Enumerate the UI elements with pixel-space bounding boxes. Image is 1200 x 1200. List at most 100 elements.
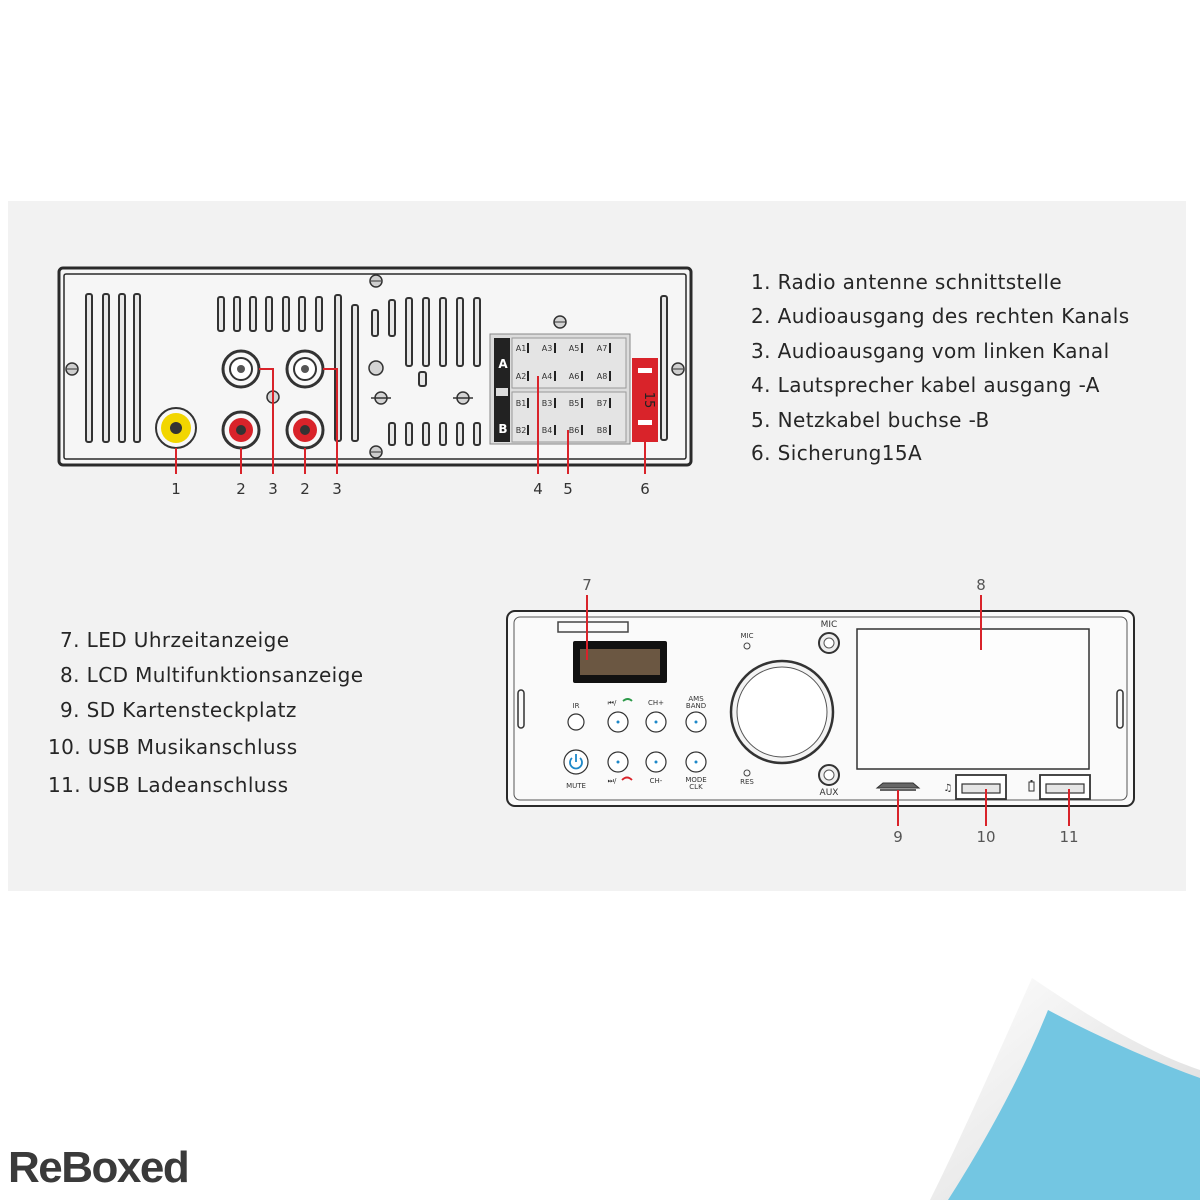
clk-label: CLK bbox=[689, 783, 703, 791]
legend-num: 10. bbox=[48, 735, 82, 759]
legend-item: 1. Radio antenne schnittstelle bbox=[751, 270, 1062, 294]
vent-slots bbox=[371, 297, 481, 446]
phone-hangup-icon bbox=[621, 776, 633, 781]
power-icon bbox=[569, 754, 583, 770]
prev-label: ⏮/ bbox=[608, 699, 617, 707]
vent-slots bbox=[85, 293, 141, 443]
callout-lines bbox=[586, 595, 1070, 826]
legend-label: Sicherung15A bbox=[777, 441, 923, 465]
legend-item: 3. Audioausgang vom linken Kanal bbox=[751, 339, 1110, 363]
pin-label: A5 bbox=[569, 344, 580, 353]
legend-label: LED Uhrzeitanzeige bbox=[86, 628, 290, 652]
legend-num: 9. bbox=[60, 698, 80, 722]
pin-label: A1 bbox=[516, 344, 527, 353]
mode-label: MODE bbox=[685, 776, 706, 784]
mic-jack bbox=[818, 632, 840, 654]
rca-red-right bbox=[285, 410, 325, 450]
pin-label: B5 bbox=[569, 399, 580, 408]
callout-7: 7 bbox=[582, 576, 592, 594]
vent-slots bbox=[217, 294, 359, 442]
callout-2: 2 bbox=[300, 480, 310, 498]
side-slot bbox=[517, 689, 525, 729]
mic-small-label: MIC bbox=[741, 632, 754, 640]
band-label: BAND bbox=[686, 702, 706, 710]
legend-label: Audioausgang des rechten Kanals bbox=[777, 304, 1130, 328]
callout-3: 3 bbox=[268, 480, 278, 498]
legend-item: 10. USB Musikanschluss bbox=[48, 735, 298, 759]
legend-label: USB Ladeanschluss bbox=[87, 773, 289, 797]
legend-item: 5. Netzkabel buchse -B bbox=[751, 408, 990, 432]
legend-item: 7. LED Uhrzeitanzeige bbox=[60, 628, 289, 652]
rca-white-left bbox=[221, 349, 261, 389]
screw-icon bbox=[553, 315, 567, 329]
pin-label: B1 bbox=[516, 399, 527, 408]
pin-label: A6 bbox=[569, 372, 580, 381]
pin-label: B6 bbox=[569, 426, 580, 435]
pin-label: A2 bbox=[516, 372, 527, 381]
callout-4: 4 bbox=[533, 480, 543, 498]
mic-label: MIC bbox=[821, 620, 838, 630]
callout-11: 11 bbox=[1059, 828, 1078, 846]
screw-icon bbox=[65, 362, 79, 376]
res-label: RES bbox=[740, 778, 754, 786]
legend-item: 2. Audioausgang des rechten Kanals bbox=[751, 304, 1130, 328]
usb-music-port bbox=[955, 774, 1007, 800]
iso-connector: A B A1 A3 A5 A7 A2 A4 A6 A8 B1 B3 B5 B7 … bbox=[489, 315, 631, 445]
callout-9: 9 bbox=[893, 828, 903, 846]
aux-jack bbox=[818, 764, 840, 786]
screw-icon bbox=[368, 360, 384, 376]
sd-card-slot bbox=[875, 782, 921, 791]
pin-label: A3 bbox=[542, 344, 553, 353]
vent-slot bbox=[660, 295, 668, 441]
pin-label: B4 bbox=[542, 426, 553, 435]
ir-sensor bbox=[567, 713, 585, 731]
pin-label: B8 bbox=[597, 426, 608, 435]
lcd-display bbox=[856, 628, 1090, 770]
fuse-15a: 15 bbox=[632, 358, 658, 442]
legend-num: 4. bbox=[751, 373, 771, 397]
legend-num: 1. bbox=[751, 270, 771, 294]
callout-6: 6 bbox=[640, 480, 650, 498]
legend-item: 6. Sicherung15A bbox=[751, 441, 922, 465]
screw-icon bbox=[453, 391, 473, 405]
callout-10: 10 bbox=[976, 828, 995, 846]
callout-5: 5 bbox=[563, 480, 573, 498]
connector-row-b: B bbox=[498, 422, 507, 436]
front-panel: IR ⏮/ CH+ AMS BAND MUTE ⏭/ CH- MODE CLK … bbox=[506, 576, 1135, 846]
battery-icon bbox=[1028, 780, 1035, 792]
callout-8: 8 bbox=[976, 576, 986, 594]
side-slot bbox=[1116, 689, 1124, 729]
legend-label: LCD Multifunktionsanzeige bbox=[86, 663, 364, 687]
music-note-icon: ♫ bbox=[944, 783, 953, 794]
connector-row-a: A bbox=[498, 357, 508, 371]
legend-item: 9. SD Kartensteckplatz bbox=[60, 698, 297, 722]
legend-num: 8. bbox=[60, 663, 80, 687]
callout-2: 2 bbox=[236, 480, 246, 498]
legend-num: 11. bbox=[48, 773, 82, 797]
pin-label: A8 bbox=[597, 372, 608, 381]
callout-3: 3 bbox=[332, 480, 342, 498]
callout-lines bbox=[175, 368, 646, 474]
legend-label: Audioausgang vom linken Kanal bbox=[777, 339, 1110, 363]
screw-icon bbox=[369, 274, 383, 288]
usb-charge-port bbox=[1039, 774, 1091, 800]
legend-num: 2. bbox=[751, 304, 771, 328]
legend-label: Radio antenne schnittstelle bbox=[777, 270, 1063, 294]
pin-label: A7 bbox=[597, 344, 608, 353]
screw-icon bbox=[671, 362, 685, 376]
legend-num: 6. bbox=[751, 441, 771, 465]
ir-window bbox=[557, 621, 629, 633]
ir-label: IR bbox=[573, 702, 580, 710]
callout-1: 1 bbox=[171, 480, 181, 498]
pin-label: B3 bbox=[542, 399, 553, 408]
legend-num: 5. bbox=[751, 408, 771, 432]
pin-label: B2 bbox=[516, 426, 527, 435]
next-label: ⏭/ bbox=[608, 777, 617, 785]
ch-up-label: CH+ bbox=[648, 699, 664, 707]
legend-label: SD Kartensteckplatz bbox=[86, 698, 297, 722]
rear-panel: A B A1 A3 A5 A7 A2 A4 A6 A8 B1 B3 B5 B7 … bbox=[57, 266, 693, 498]
volume-knob[interactable] bbox=[729, 659, 835, 765]
reboxed-logo: ReBoxed bbox=[8, 1143, 190, 1192]
